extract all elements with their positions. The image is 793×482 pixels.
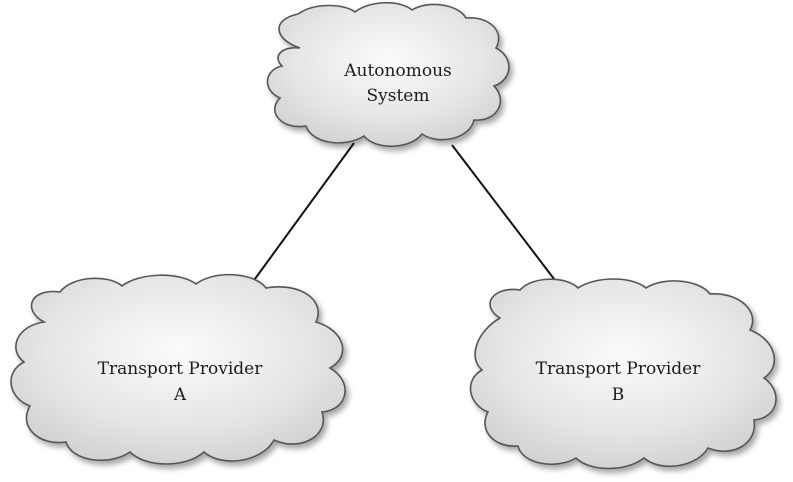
link-as-to-provider-a [240, 142, 355, 299]
connections [240, 142, 568, 299]
cloud-autonomous-system: Autonomous System [266, 1, 510, 147]
cloud-transport-provider-a-shape [10, 273, 346, 465]
cloud-autonomous-system-shape [266, 1, 510, 147]
autonomous-system-label-line2: System [367, 86, 430, 106]
provider-b-label-line1: Transport Provider [536, 359, 702, 379]
provider-a-label-line2: A [173, 385, 187, 405]
provider-a-label-line1: Transport Provider [98, 359, 264, 379]
cloud-transport-provider-b: Transport Provider B [469, 278, 777, 470]
cloud-transport-provider-b-shape [469, 278, 777, 470]
link-as-to-provider-b [451, 144, 568, 297]
provider-b-label-line2: B [612, 385, 625, 405]
cloud-transport-provider-a: Transport Provider A [10, 273, 346, 465]
autonomous-system-label-line1: Autonomous [343, 61, 452, 81]
